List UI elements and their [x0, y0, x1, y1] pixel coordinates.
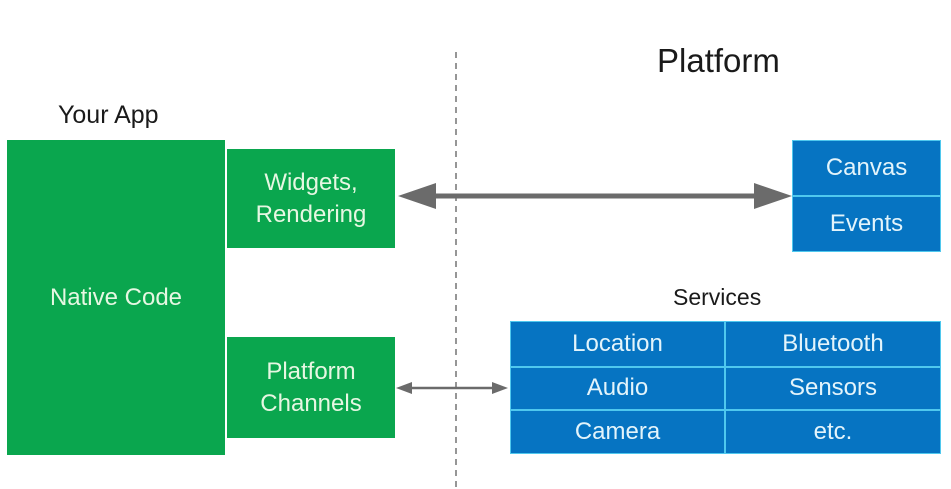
service-cell-sensors: Sensors [726, 365, 940, 410]
arrowhead-right-icon [492, 382, 508, 394]
native-code-block: Native Code [7, 140, 225, 455]
service-cell-location: Location [511, 322, 726, 366]
platform-channels-block: Platform Channels [227, 337, 395, 438]
canvas-cell: Canvas [793, 141, 940, 195]
widgets-label-line-2: Rendering [255, 200, 367, 228]
services-heading: Services [673, 284, 762, 310]
canvas-events-block: Canvas Events [792, 140, 941, 252]
service-cell-bluetooth: Bluetooth [726, 322, 940, 366]
app-platform-divider [455, 52, 457, 489]
arrowhead-right-icon [754, 183, 792, 209]
service-cell-audio: Audio [511, 365, 726, 410]
widgets-rendering-block: Widgets, Rendering [227, 149, 395, 248]
arrowhead-left-icon [396, 382, 412, 394]
channels-services-arrow [396, 382, 508, 394]
service-cell-camera: Camera [511, 409, 726, 453]
channels-label-line-1: Platform [266, 357, 356, 385]
native-code-label: Native Code [49, 283, 183, 311]
platform-heading: Platform [657, 42, 780, 79]
arrowhead-left-icon [398, 183, 436, 209]
your-app-heading: Your App [58, 101, 159, 129]
channels-label-line-2: Channels [260, 389, 362, 417]
service-cell-etc: etc. [726, 409, 940, 453]
widgets-canvas-arrow [398, 183, 792, 209]
services-grid: Location Bluetooth Audio Sensors Camera … [510, 321, 941, 454]
widgets-label-line-1: Widgets, [264, 168, 358, 196]
events-cell: Events [793, 195, 940, 251]
